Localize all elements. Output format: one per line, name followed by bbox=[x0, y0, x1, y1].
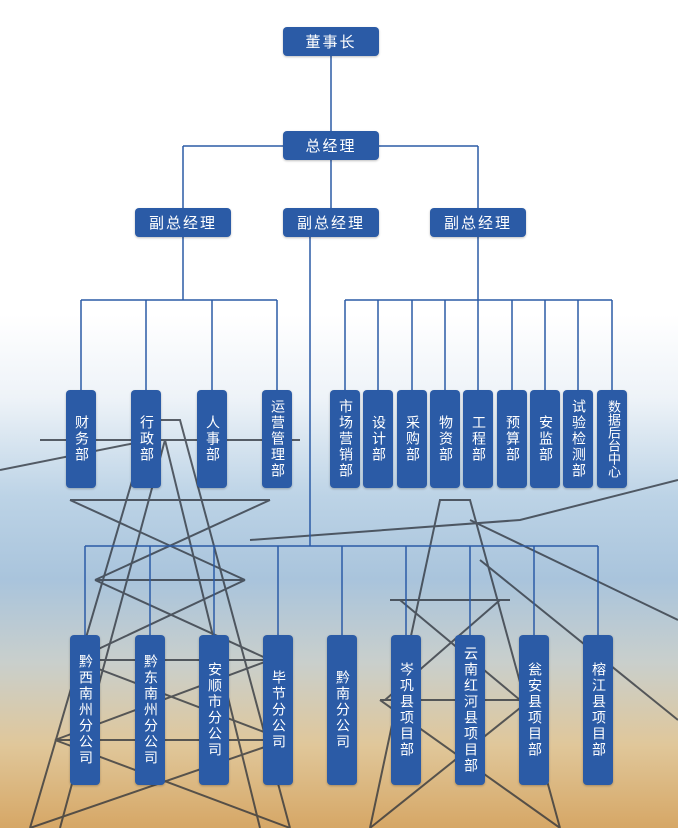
department-box: 运营管理部 bbox=[262, 390, 292, 488]
department-box: 设计部 bbox=[363, 390, 393, 488]
department-box: 财务部 bbox=[66, 390, 96, 488]
branch-box: 安顺市分公司 bbox=[199, 635, 229, 785]
branch-box: 黔西南州分公司 bbox=[70, 635, 100, 785]
branch-box: 毕节分公司 bbox=[263, 635, 293, 785]
department-box: 物资部 bbox=[430, 390, 460, 488]
branch-box: 榕江县项目部 bbox=[583, 635, 613, 785]
chairman-box: 董事长 bbox=[283, 27, 379, 56]
branch-box: 黔东南州分公司 bbox=[135, 635, 165, 785]
vice-manager-box-left: 副总经理 bbox=[135, 208, 231, 237]
general-manager-box: 总经理 bbox=[283, 131, 379, 160]
department-box: 数据后台中心 bbox=[597, 390, 627, 488]
department-box: 工程部 bbox=[463, 390, 493, 488]
branch-box: 瓮安县项目部 bbox=[519, 635, 549, 785]
department-box: 试验检测部 bbox=[563, 390, 593, 488]
department-box: 人事部 bbox=[197, 390, 227, 488]
vice-manager-box-right: 副总经理 bbox=[430, 208, 526, 237]
branch-box: 黔南分公司 bbox=[327, 635, 357, 785]
department-box: 预算部 bbox=[497, 390, 527, 488]
vice-manager-box-middle: 副总经理 bbox=[283, 208, 379, 237]
branch-box: 云南红河县项目部 bbox=[455, 635, 485, 785]
department-box: 采购部 bbox=[397, 390, 427, 488]
department-box: 行政部 bbox=[131, 390, 161, 488]
department-box: 市场营销部 bbox=[330, 390, 360, 488]
branch-box: 岑巩县项目部 bbox=[391, 635, 421, 785]
department-box: 安监部 bbox=[530, 390, 560, 488]
